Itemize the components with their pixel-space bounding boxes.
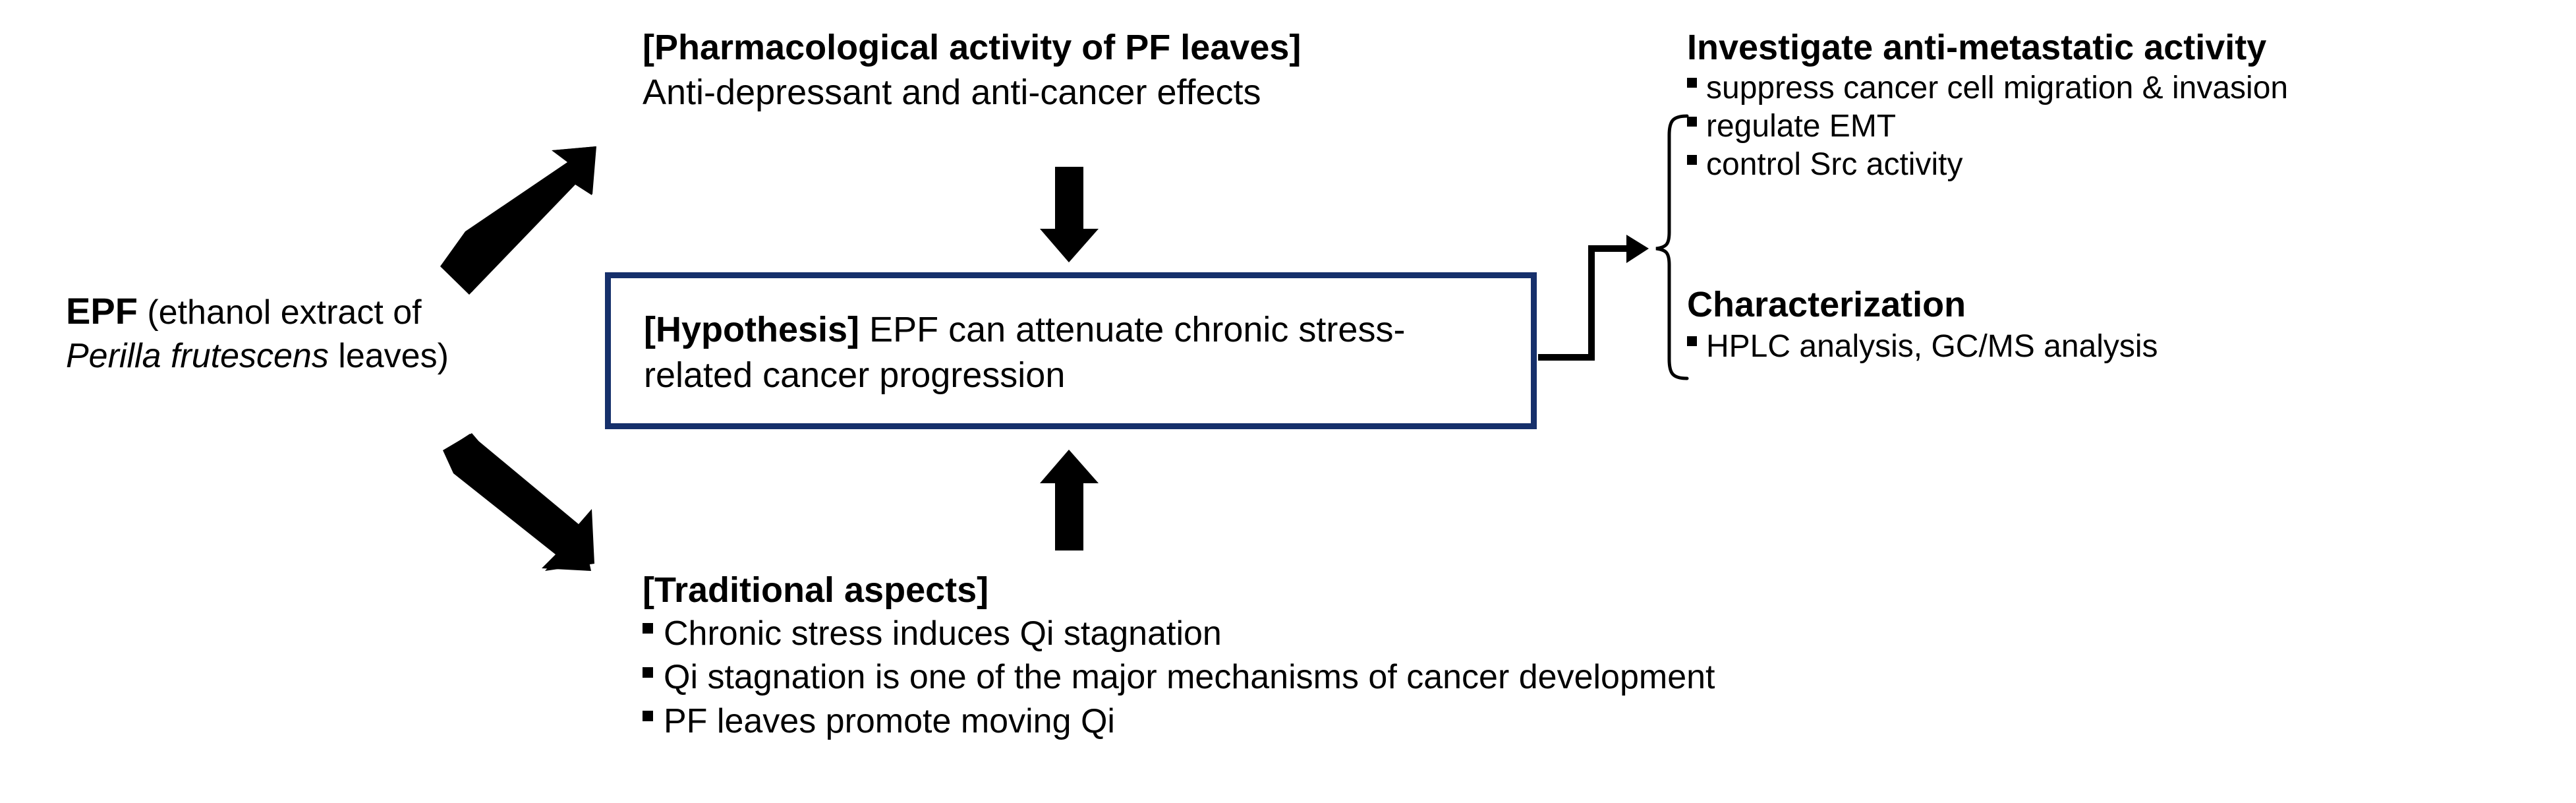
pharmacology-block: [Pharmacological activity of PF leaves] …: [643, 25, 1301, 115]
outcome-group-investigate: Investigate anti-metastatic activity sup…: [1687, 26, 2288, 184]
pharmacology-subtext: Anti-depressant and anti-cancer effects: [643, 73, 1261, 113]
square-bullet-icon: [643, 667, 653, 678]
elbow-arrow-right-icon: [1538, 235, 1649, 361]
traditional-bullet-text: PF leaves promote moving Qi: [664, 701, 1115, 740]
outcome-bullet-text: HPLC analysis, GC/MS analysis: [1706, 328, 2158, 364]
hypothesis-statement: EPF can attenuate chronic stress-related…: [644, 310, 1406, 396]
outcome-bullet: regulate EMT: [1687, 107, 2288, 146]
epf-source-label: EPF (ethanol extract of Perilla frutesce…: [66, 288, 449, 378]
traditional-bullet: PF leaves promote moving Qi: [643, 699, 1715, 744]
traditional-aspects-block: [Traditional aspects] Chronic stress ind…: [643, 569, 1715, 743]
square-bullet-icon: [643, 711, 653, 722]
hypothesis-box: [Hypothesis] EPF can attenuate chronic s…: [605, 272, 1537, 429]
curly-brace-icon: [1655, 114, 1689, 380]
outcome-group-title: Investigate anti-metastatic activity: [1687, 28, 2267, 67]
square-bullet-icon: [1687, 336, 1697, 347]
pharmacology-heading: [Pharmacological activity of PF leaves]: [643, 28, 1302, 67]
traditional-bullet-text: Chronic stress induces Qi stagnation: [664, 614, 1222, 653]
outcome-bullet: HPLC analysis, GC/MS analysis: [1687, 328, 2158, 366]
epf-abbrev: EPF: [66, 290, 138, 332]
traditional-heading: [Traditional aspects]: [643, 570, 989, 610]
outcome-bullet-text: control Src activity: [1706, 146, 1963, 182]
epf-species-name: Perilla frutescens: [66, 336, 329, 375]
traditional-bullet: Qi stagnation is one of the major mechan…: [643, 655, 1715, 699]
hypothesis-text: [Hypothesis] EPF can attenuate chronic s…: [644, 307, 1514, 398]
square-bullet-icon: [1687, 154, 1697, 165]
outcome-bullet: control Src activity: [1687, 146, 2288, 184]
traditional-bullet-text: Qi stagnation is one of the major mechan…: [664, 658, 1715, 697]
outcome-bullet-text: suppress cancer cell migration & invasio…: [1706, 70, 2289, 105]
outcome-group-title: Characterization: [1687, 285, 1966, 324]
outcome-group-characterization: Characterization HPLC analysis, GC/MS an…: [1687, 283, 2158, 366]
square-bullet-icon: [643, 623, 653, 634]
traditional-bullet: Chronic stress induces Qi stagnation: [643, 612, 1715, 656]
arrow-down-icon: [1040, 167, 1099, 262]
arrow-up-icon: [1040, 450, 1099, 550]
square-bullet-icon: [1687, 116, 1697, 127]
arrow-up-right-icon: [440, 146, 596, 295]
epf-expansion-prefix: (ethanol extract of: [137, 293, 422, 332]
hypothesis-tag: [Hypothesis]: [644, 310, 860, 349]
outcome-bullet: suppress cancer cell migration & invasio…: [1687, 69, 2288, 107]
epf-expansion-suffix: leaves): [328, 336, 449, 375]
square-bullet-icon: [1687, 78, 1697, 88]
arrow-down-right-icon: [443, 433, 594, 571]
outcome-bullet-text: regulate EMT: [1706, 108, 1897, 144]
